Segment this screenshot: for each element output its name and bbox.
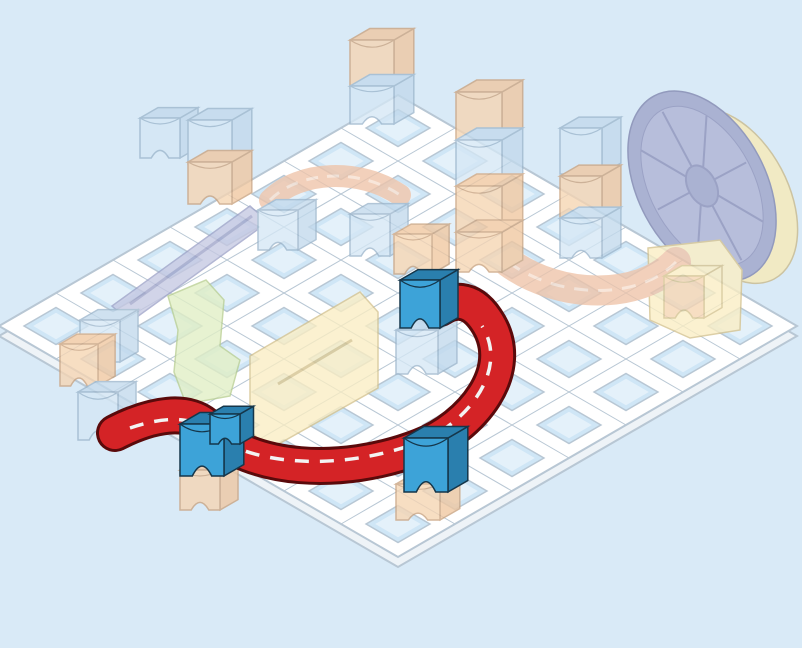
background-pillar bbox=[664, 266, 722, 318]
background-pillar bbox=[258, 200, 316, 250]
background-pillar bbox=[394, 224, 449, 274]
background-pillar bbox=[60, 334, 115, 386]
background-pillar bbox=[560, 207, 621, 258]
background-pillar bbox=[456, 220, 523, 272]
blue-pillar bbox=[404, 427, 468, 492]
blue-pillar bbox=[210, 406, 254, 444]
background-pillar bbox=[188, 151, 252, 204]
blue-pillar bbox=[400, 270, 458, 328]
background-pillar bbox=[350, 75, 414, 124]
